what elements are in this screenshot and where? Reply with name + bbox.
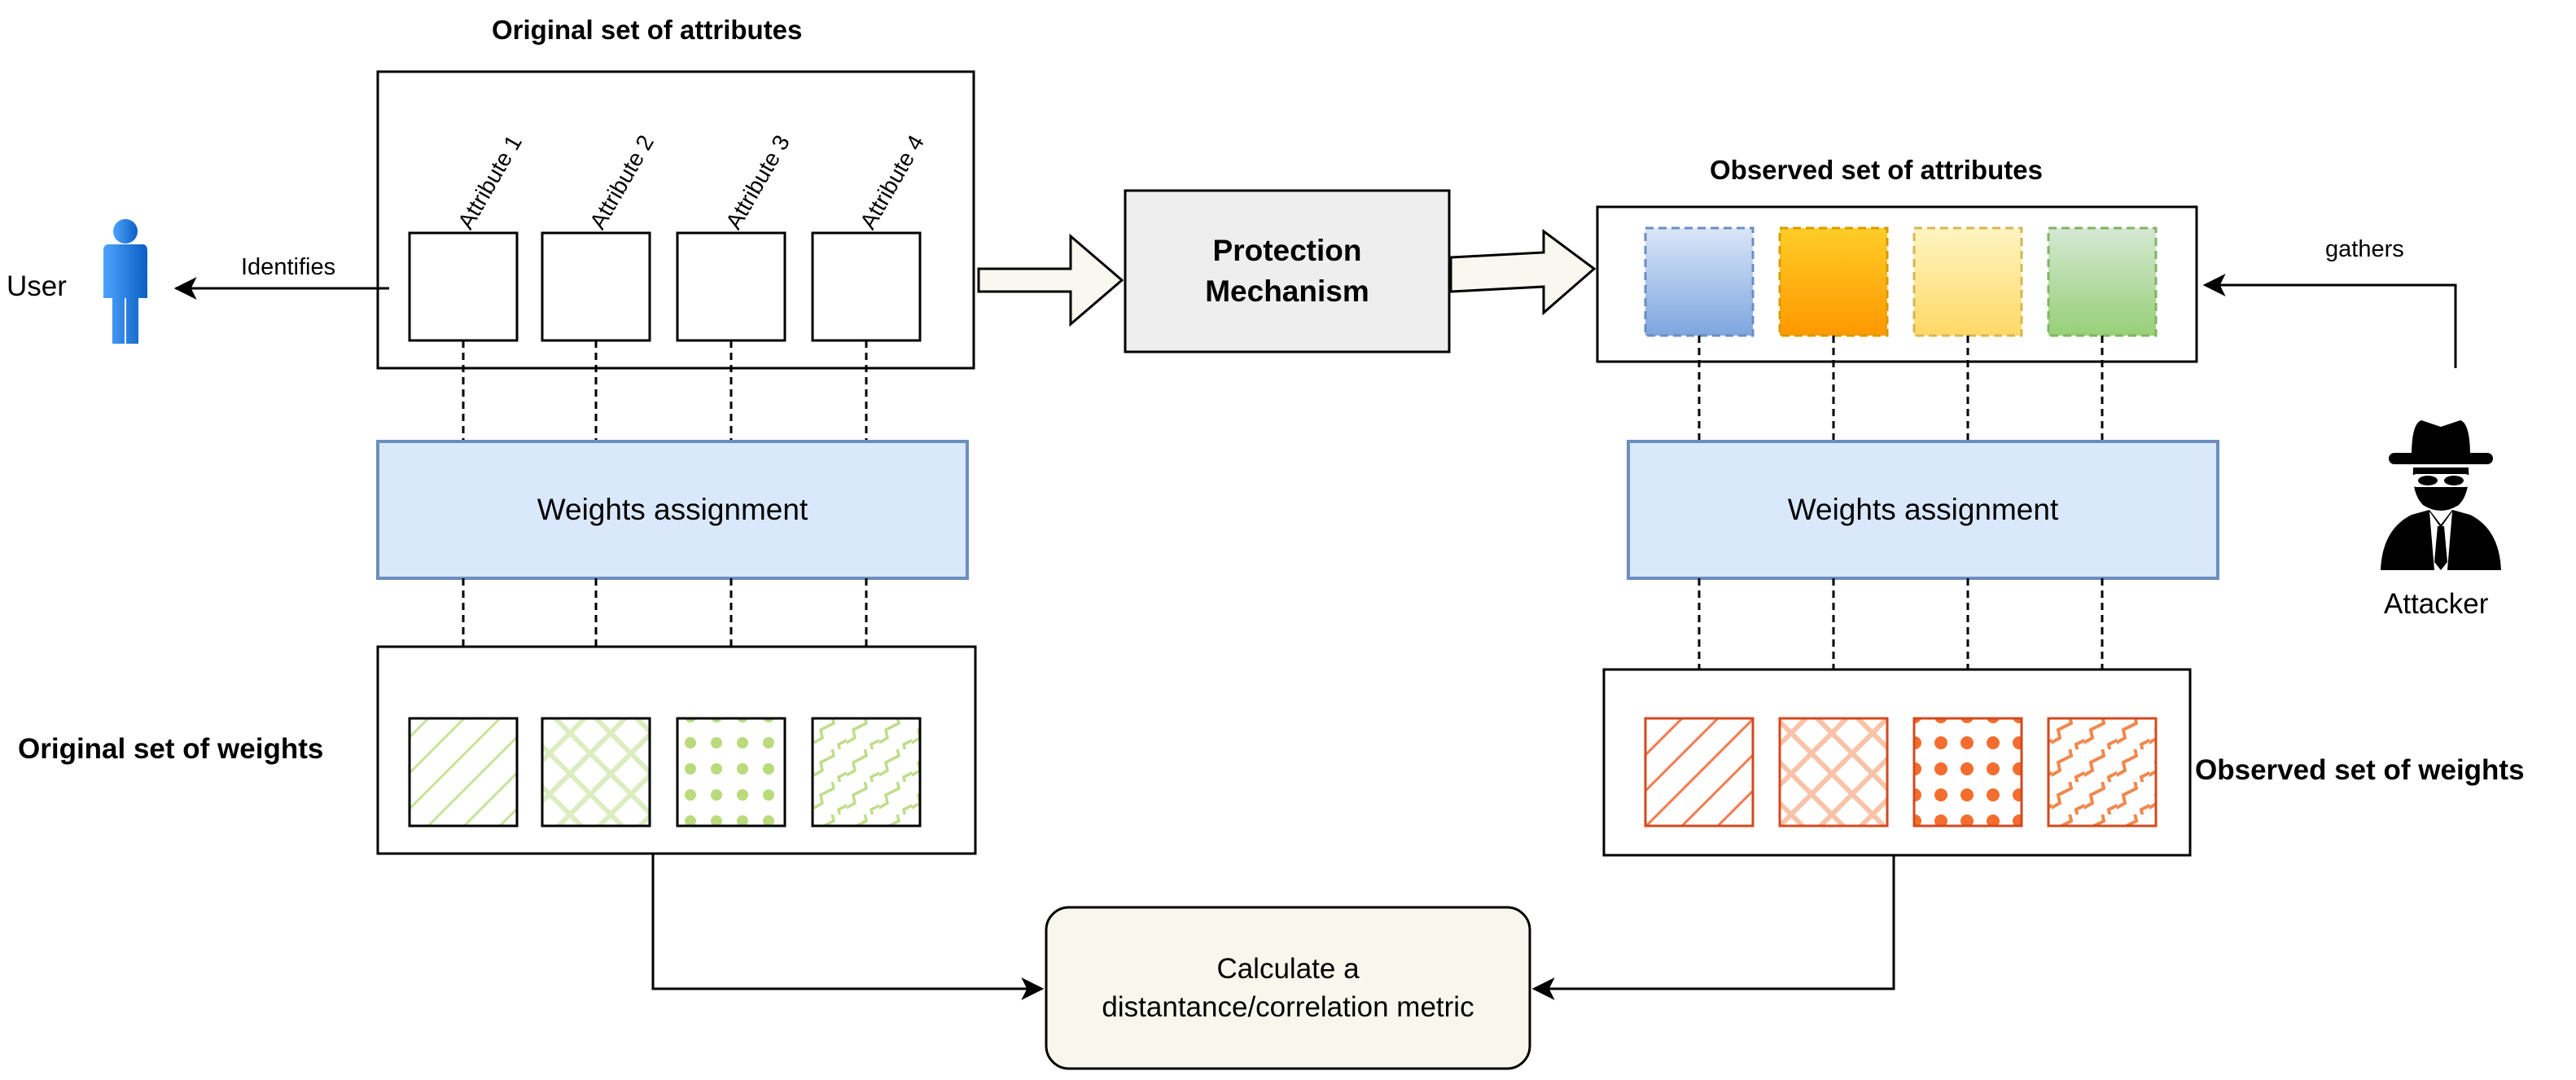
- observed-weights-assignment-label: Weights assignment: [1787, 493, 2059, 527]
- protection-line-2: Mechanism: [1205, 274, 1369, 308]
- metric-line-1: Calculate a: [1216, 952, 1360, 985]
- observed-weight-1-box: [1644, 717, 1755, 828]
- original-weight-3-box: [676, 717, 786, 828]
- identifies-label: Identifies: [241, 254, 336, 280]
- metric-label: Calculate a distantance/correlation metr…: [1046, 907, 1530, 1069]
- original-weights-title: Original set of weights: [18, 733, 324, 765]
- observed-weight-3-box: [1912, 717, 2023, 828]
- attacker-icon: [2381, 420, 2501, 570]
- original-attribute-1-box: [408, 231, 519, 342]
- gathers-arrow: [2202, 274, 2457, 368]
- gathers-label: gathers: [2325, 236, 2404, 262]
- observed-attribute-3-box: [1912, 226, 2023, 337]
- original-weight-1-box: [408, 717, 519, 828]
- original-attribute-2-box: [541, 231, 651, 342]
- original-weight-2-box: [541, 717, 651, 828]
- original-weights-to-metric-arrow: [651, 854, 1045, 1000]
- observed-weights-to-metric-arrow: [1531, 855, 1895, 1000]
- original-attribute-connectors: [462, 340, 868, 441]
- observed-attribute-4-box: [2047, 226, 2158, 337]
- observed-attributes-title: Observed set of attributes: [1710, 155, 2043, 185]
- protection-mechanism-label: Protection Mechanism: [1125, 191, 1449, 352]
- protection-line-1: Protection: [1212, 234, 1362, 268]
- metric-box: [1045, 906, 1531, 1070]
- observed-attribute-2-box: [1778, 226, 1889, 337]
- user-label: User: [7, 270, 67, 302]
- output-block-arrow: [1449, 229, 1597, 316]
- observed-weight-4-box: [2047, 717, 2158, 828]
- original-attribute-4-box: [811, 231, 922, 342]
- original-weights-assignment-box: [376, 440, 969, 580]
- original-attributes-title: Original set of attributes: [492, 15, 803, 45]
- observed-attribute-connectors: [1698, 336, 2104, 441]
- observed-weights-title: Observed set of weights: [2195, 754, 2525, 786]
- observed-weights-assignment-box: [1627, 440, 2219, 580]
- input-block-arrow: [977, 233, 1124, 327]
- observed-weight-2-box: [1778, 717, 1889, 828]
- original-attribute-3-box: [676, 231, 786, 342]
- original-weight-4-box: [811, 717, 922, 828]
- user-icon: [103, 219, 147, 344]
- metric-line-2: distantance/correlation metric: [1102, 991, 1474, 1023]
- original-weights-assignment-label: Weights assignment: [537, 493, 808, 527]
- attacker-label: Attacker: [2384, 588, 2489, 620]
- protection-mechanism-box: [1124, 189, 1451, 353]
- observed-attribute-1-box: [1644, 226, 1755, 337]
